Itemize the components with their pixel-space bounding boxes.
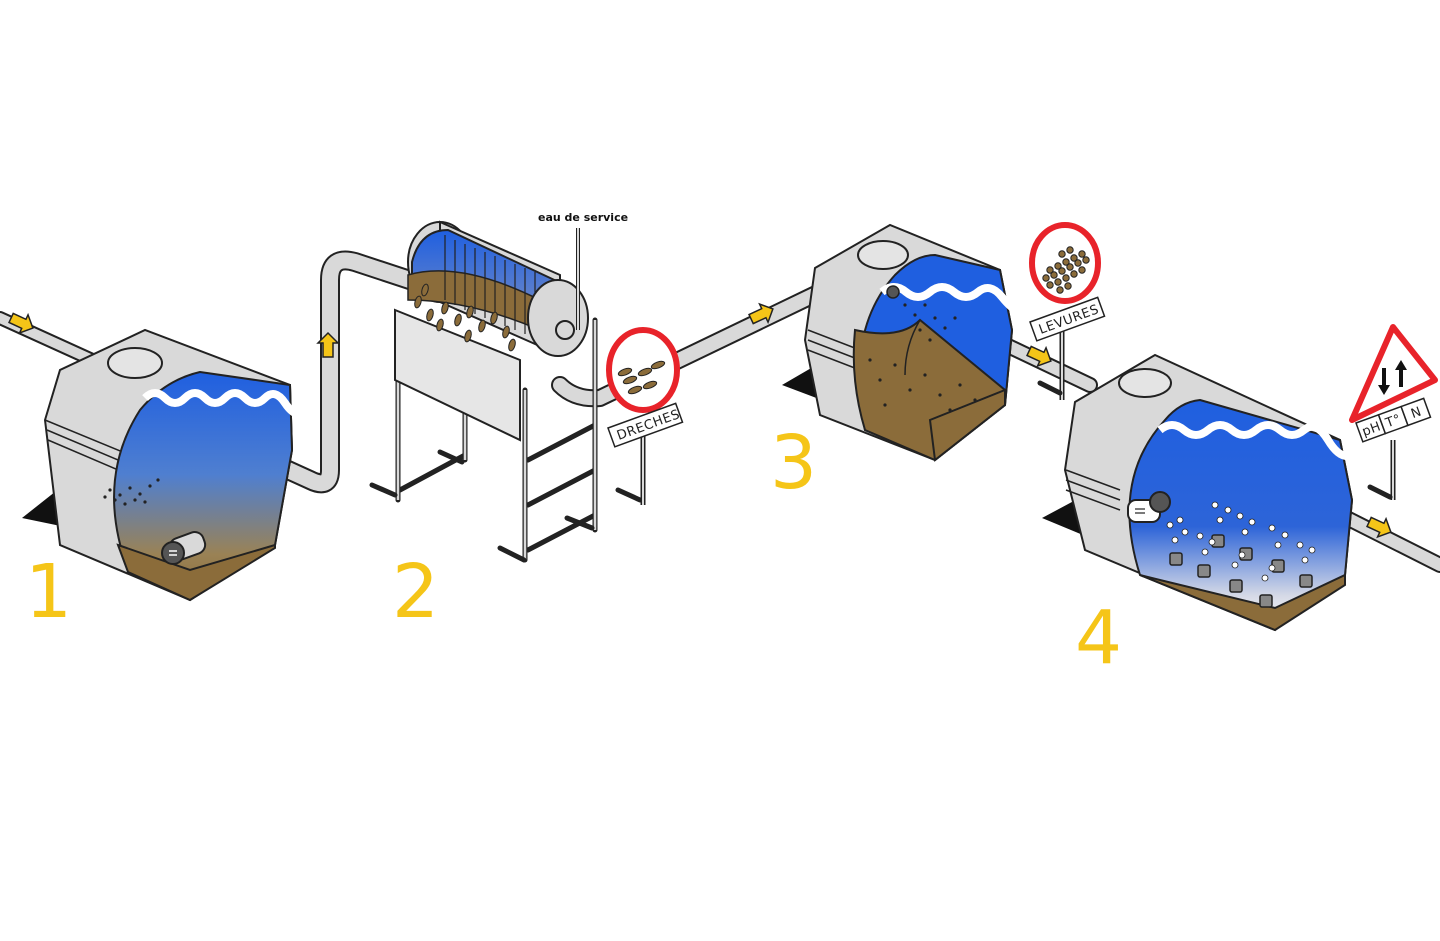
- yeast-icon: [1042, 246, 1090, 294]
- tank-3-clarifier: [782, 223, 1023, 462]
- spent-grain-particles: [414, 283, 516, 352]
- flow-arrow-icon: [1366, 516, 1392, 539]
- pump-icon: [161, 531, 207, 565]
- tank-4-aeration: [1042, 353, 1354, 632]
- suspended-particles: [868, 303, 977, 412]
- sediment-dots: [103, 478, 160, 506]
- monitoring-sign: pH T° N: [1349, 324, 1438, 500]
- pipe-filter-to-tank3: [551, 283, 829, 408]
- step-number-4: 4: [1075, 595, 1122, 681]
- spent-grain-icon: [617, 360, 666, 395]
- flow-arrow-icon: [316, 331, 340, 358]
- flow-arrow-icon: [8, 312, 34, 335]
- rotary-drum-filter: [369, 220, 643, 563]
- pipe-tank1-to-filter: [245, 250, 450, 494]
- param-temp-label: T°: [1383, 412, 1404, 432]
- service-water-label: eau de service: [538, 211, 628, 224]
- two-way-arrows-icon: [1378, 360, 1407, 395]
- step-number-1: 1: [25, 549, 72, 635]
- spent-grain-sign: DRECHES: [606, 327, 684, 505]
- tank-1-settling: [22, 328, 307, 602]
- flow-arrow-icon: [1026, 345, 1052, 368]
- step-number-2: 2: [392, 549, 439, 635]
- param-n-label: N: [1409, 404, 1424, 422]
- param-ph-label: pH: [1360, 419, 1383, 440]
- flow-arrow-icon: [748, 302, 774, 325]
- blower-icon: [1127, 491, 1171, 523]
- step-number-3: 3: [770, 420, 817, 506]
- air-bubbles: [1166, 501, 1316, 582]
